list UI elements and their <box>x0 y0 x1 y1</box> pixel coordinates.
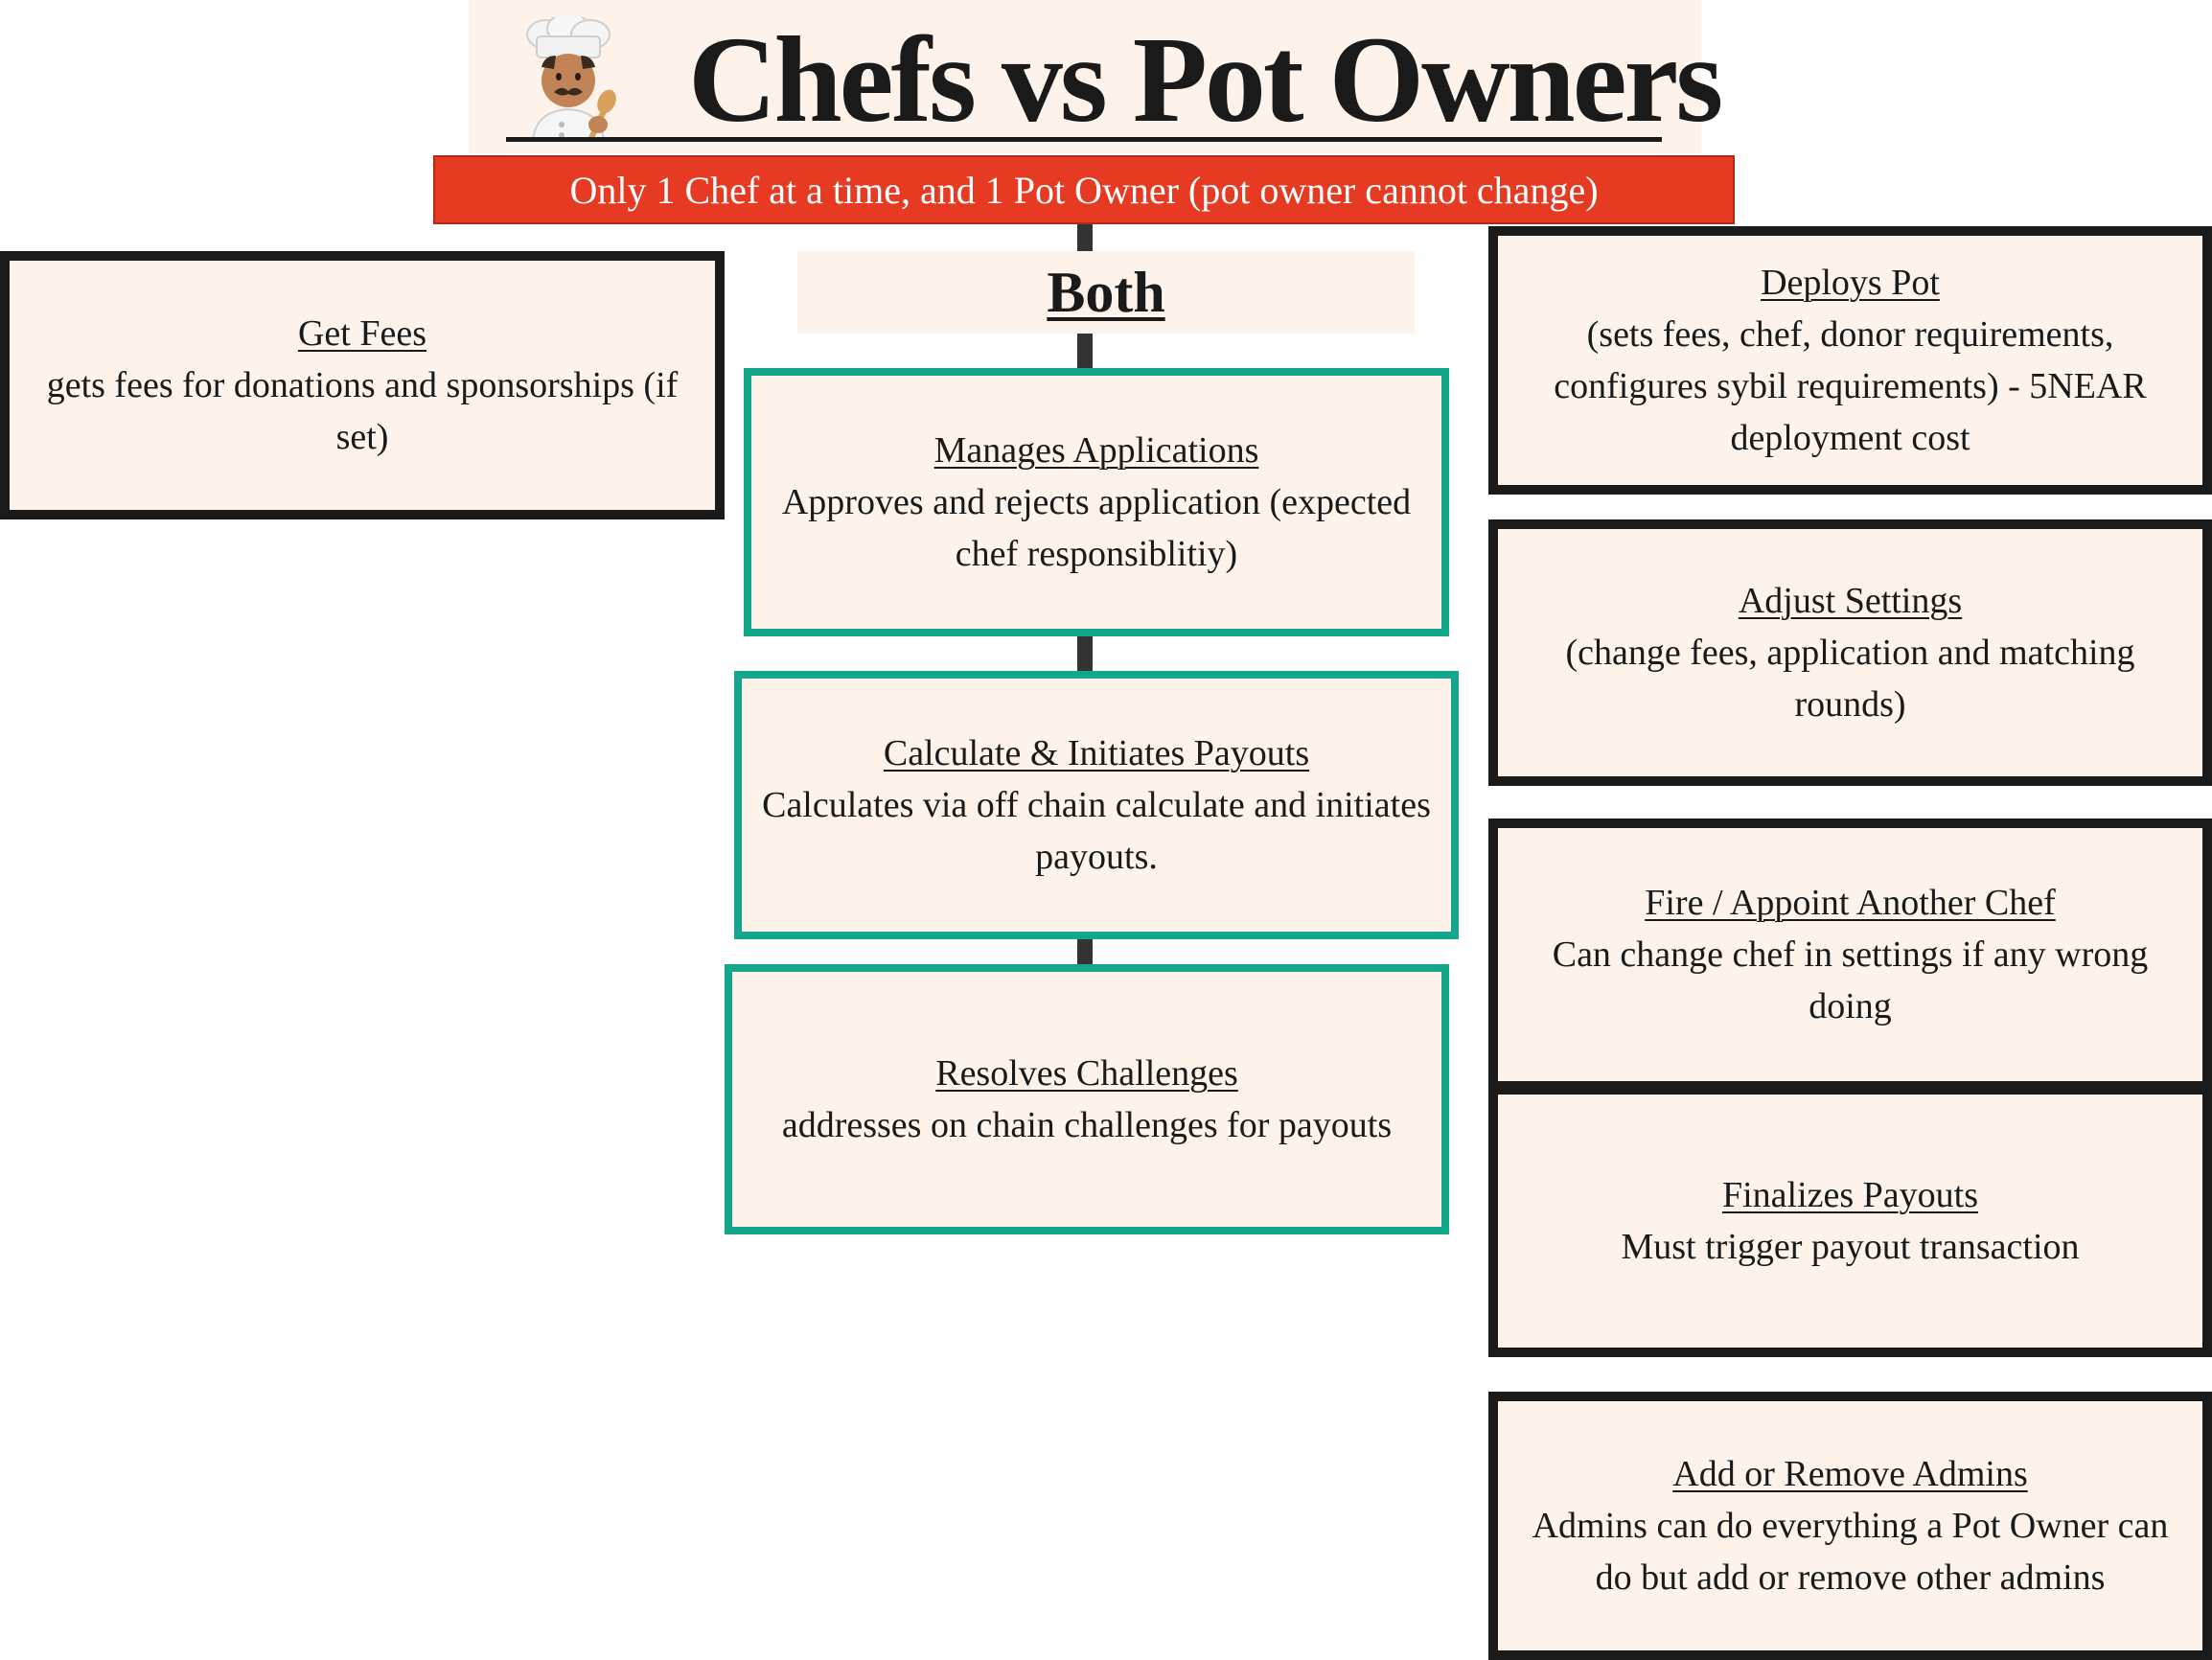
owner-box-adjust-settings: Adjust Settings (change fees, applicatio… <box>1488 519 2212 786</box>
box-description: Can change chef in settings if any wrong… <box>1552 934 2149 1026</box>
both-box-resolves-challenges: Resolves Challenges addresses on chain c… <box>725 964 1449 1234</box>
title-band <box>469 0 1701 153</box>
box-title: Finalizes Payouts <box>1721 1175 1979 1215</box>
box-title: Calculate & Initiates Payouts <box>883 733 1310 773</box>
box-description: gets fees for donations and sponsorships… <box>46 365 679 457</box>
connector-line <box>1077 224 1093 253</box>
box-title: Resolves Challenges <box>935 1053 1238 1094</box>
box-description: (change fees, application and matching r… <box>1565 633 2135 725</box>
box-title: Fire / Appoint Another Chef <box>1645 883 2056 923</box>
box-title: Adjust Settings <box>1738 581 1963 621</box>
box-title: Add or Remove Admins <box>1672 1454 2028 1494</box>
box-description: Admins can do everything a Pot Owner can… <box>1532 1506 2169 1598</box>
chef-emoji-icon <box>506 12 631 143</box>
connector-line <box>1077 633 1093 675</box>
connector-line <box>1077 935 1093 968</box>
rule-banner: Only 1 Chef at a time, and 1 Pot Owner (… <box>433 155 1735 224</box>
page-title: Chefs vs Pot Owners <box>688 12 1723 148</box>
owner-box-add-remove-admins: Add or Remove Admins Admins can do every… <box>1488 1392 2212 1660</box>
box-title: Manages Applications <box>933 430 1259 471</box>
title-underline <box>506 137 1662 142</box>
box-description: Approves and rejects application (expect… <box>781 482 1412 574</box>
box-description: Calculates via off chain calculate and i… <box>762 785 1431 877</box>
owner-box-finalizes-payouts: Finalizes Payouts Must trigger payout tr… <box>1488 1085 2212 1357</box>
box-description: addresses on chain challenges for payout… <box>781 1105 1393 1145</box>
chef-box-get-fees: Get Fees gets fees for donations and spo… <box>0 251 725 519</box>
both-heading: Both <box>1047 260 1165 324</box>
box-title: Deploys Pot <box>1761 263 1940 303</box>
both-band <box>797 251 1415 334</box>
box-description: Must trigger payout transaction <box>1621 1227 2080 1267</box>
connector-line <box>1077 332 1093 370</box>
both-box-calculate-payouts: Calculate & Initiates Payouts Calculates… <box>734 671 1459 939</box>
box-title: Get Fees <box>297 313 427 354</box>
owner-box-fire-appoint-chef: Fire / Appoint Another Chef Can change c… <box>1488 818 2212 1091</box>
both-box-manages-applications: Manages Applications Approves and reject… <box>744 368 1449 636</box>
owner-box-deploys-pot: Deploys Pot (sets fees, chef, donor requ… <box>1488 226 2212 495</box>
box-description: (sets fees, chef, donor requirements, co… <box>1554 314 2147 458</box>
